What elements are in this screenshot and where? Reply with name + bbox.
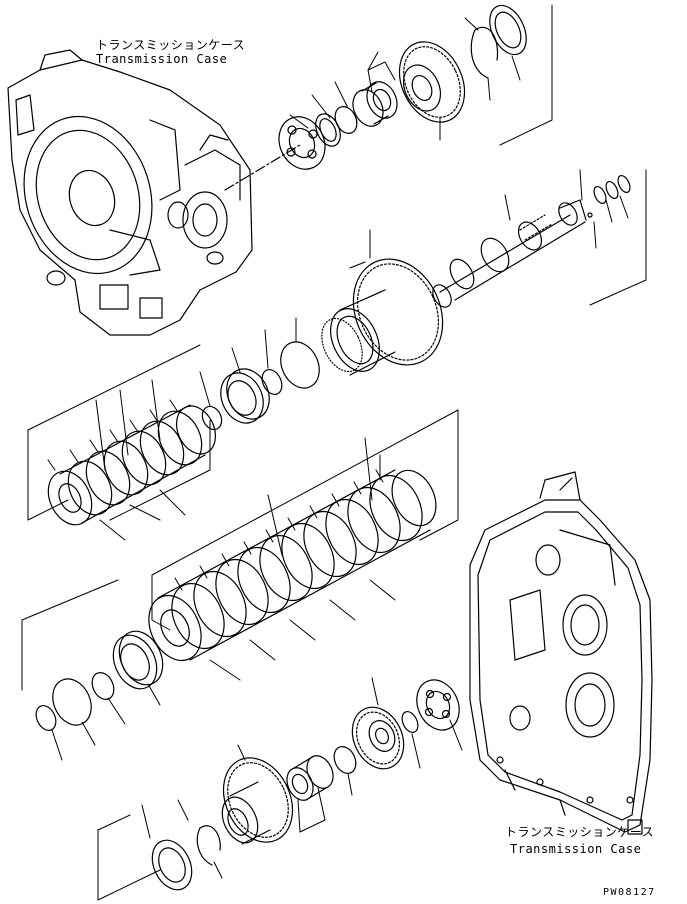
- case-label-bottom-english: Transmission Case: [510, 842, 642, 856]
- cover-plate-top: [489, 4, 527, 56]
- gear-bottom-1: [351, 706, 405, 770]
- gear-top-large: [398, 41, 466, 123]
- case-label-top-japanese: トランスミッションケース: [96, 38, 246, 52]
- snap-ring-mid-3: [201, 405, 223, 431]
- piston-bottom: [112, 630, 164, 690]
- figure-code: PW08127: [603, 887, 656, 898]
- snap-ring-bottom-5: [196, 825, 221, 866]
- clutch-pack-upper: [47, 404, 217, 526]
- cover-plate-bottom: [151, 839, 193, 891]
- snap-ring-bottom-2: [52, 678, 92, 726]
- callouts-top: [289, 4, 553, 146]
- snap-ring-mid-1: [280, 341, 320, 389]
- seal-ring-bottom-1: [401, 711, 419, 733]
- callouts-bottom-left: [21, 579, 161, 761]
- callouts-upper-pack: [27, 344, 211, 541]
- snap-ring-bottom-1: [91, 672, 115, 700]
- gear-bottom-large: [221, 757, 294, 845]
- roller-bearing-top: [352, 81, 398, 127]
- output-shaft: [432, 199, 587, 308]
- snap-ring-bottom-4: [333, 746, 357, 774]
- callouts-lower-pack: [151, 409, 459, 681]
- snap-ring-bottom-3: [35, 705, 57, 731]
- snap-ring-top-2: [470, 26, 499, 79]
- snap-ring-mid-2: [261, 369, 283, 395]
- case-label-top-english: Transmission Case: [96, 52, 228, 66]
- callouts-shaft: [504, 169, 647, 306]
- snap-ring-top-1: [334, 106, 358, 134]
- small-rings-shaft-end: [587, 174, 631, 218]
- callouts-mid-rings: [199, 317, 297, 407]
- callouts-bottom: [97, 677, 463, 901]
- piston-mid: [220, 368, 270, 424]
- transmission-case-top: [7, 49, 253, 336]
- case-label-bottom-japanese: トランスミッションケース: [505, 825, 655, 839]
- roller-bearing-bottom: [286, 755, 334, 801]
- clutch-hub-gear: [321, 258, 444, 376]
- transmission-case-bottom: [469, 471, 653, 835]
- bearing-bottom-1: [416, 679, 460, 731]
- clutch-pack-lower: [148, 469, 437, 662]
